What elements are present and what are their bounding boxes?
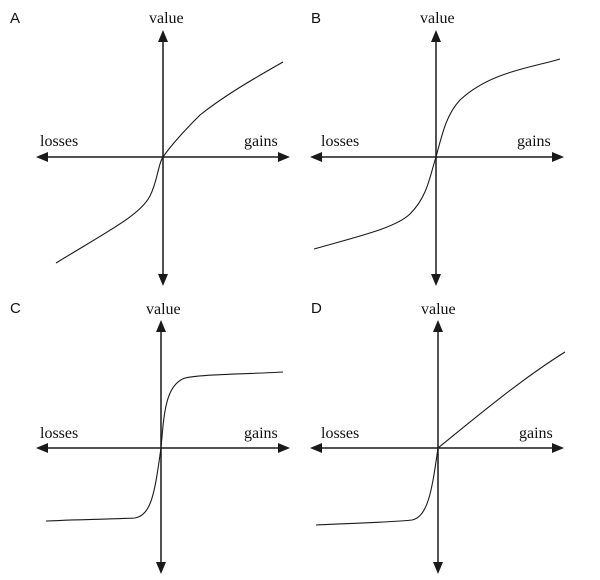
panel-a-letter: A [10, 10, 20, 27]
panel-d-x-arrow-right [552, 443, 564, 453]
panel-d: D value losses gains [310, 300, 566, 574]
panel-c-y-arrow-down [156, 562, 166, 574]
panel-c-y-arrow-up [156, 320, 166, 332]
panel-c-losses-label: losses [40, 425, 78, 442]
panel-b-x-arrow-left [310, 152, 322, 162]
panel-a-y-arrow-down [158, 274, 168, 286]
panel-b-losses-label: losses [321, 133, 359, 150]
panel-b: B value losses gains [310, 10, 564, 286]
panel-b-letter: B [311, 10, 321, 27]
panel-d-gains-label: gains [519, 425, 553, 442]
panel-b-value-curve [313, 58, 561, 250]
panel-c-letter: C [10, 300, 21, 317]
panel-c-x-arrow-right [278, 443, 290, 453]
panel-c-gains-label: gains [244, 425, 278, 442]
panel-d-letter: D [311, 300, 322, 317]
panel-a-y-label: value [149, 10, 184, 27]
panel-b-gains-label: gains [517, 133, 551, 150]
panel-a-y-arrow-up [158, 30, 168, 42]
panel-a-value-curve [55, 61, 284, 264]
panel-b-y-arrow-down [431, 274, 441, 286]
panel-a-losses-label: losses [40, 133, 78, 150]
panel-d-x-arrow-left [310, 443, 322, 453]
panel-c-y-label: value [146, 301, 181, 318]
panel-b-y-arrow-up [431, 30, 441, 42]
panel-c-value-curve [45, 371, 284, 522]
panel-b-y-label: value [420, 10, 455, 27]
panel-d-y-arrow-down [433, 562, 443, 574]
panel-c-x-arrow-left [36, 443, 48, 453]
panel-d-losses-label: losses [321, 425, 359, 442]
panel-c: C value losses gains [10, 300, 290, 574]
panel-a-gains-label: gains [244, 133, 278, 150]
panel-a-x-arrow-left [36, 152, 48, 162]
panel-d-value-curve [315, 351, 566, 526]
panel-d-y-label: value [421, 301, 456, 318]
panel-d-y-arrow-up [433, 320, 443, 332]
panel-b-x-arrow-right [552, 152, 564, 162]
panel-a-x-arrow-right [278, 152, 290, 162]
panel-a: A value losses gains [10, 10, 290, 286]
